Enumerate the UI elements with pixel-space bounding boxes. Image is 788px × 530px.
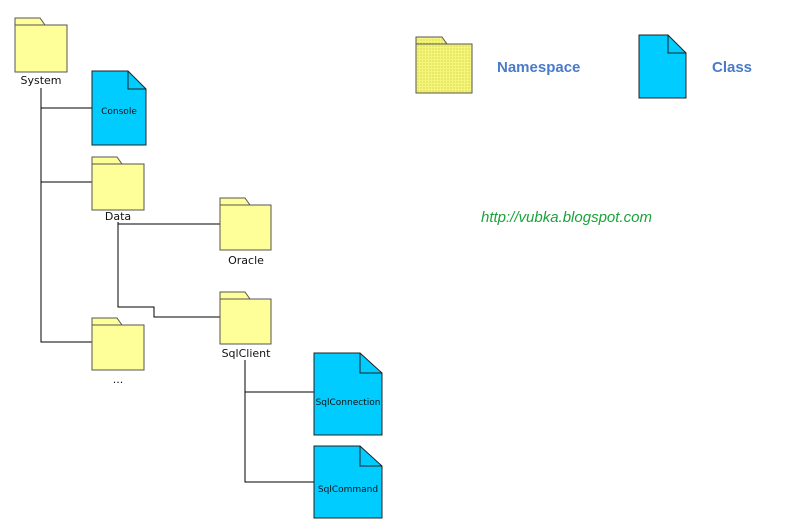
- legend-class-icon: [638, 34, 687, 99]
- class-icon-sqlcommand[interactable]: [313, 445, 383, 519]
- folder-icon-sqlclient[interactable]: [219, 291, 272, 345]
- blog-url[interactable]: http://vubka.blogspot.com: [481, 209, 652, 226]
- connector-sqlclient-sqlcommand: [244, 392, 314, 483]
- label-system: System: [20, 74, 62, 87]
- class-icon-sqlconnection[interactable]: [313, 352, 383, 436]
- legend-namespace-folder-icon: [415, 36, 473, 94]
- connector-system-console: [40, 88, 92, 109]
- label-data: Data: [104, 210, 132, 223]
- label-more: ...: [112, 373, 124, 386]
- label-sqlcommand: SqlCommand: [317, 485, 379, 495]
- connector-system-more: [40, 182, 92, 343]
- label-console: Console: [101, 107, 137, 117]
- connector-data-sqlclient: [117, 224, 220, 318]
- label-sqlconnection: SqlConnection: [315, 398, 381, 408]
- folder-icon-oracle[interactable]: [219, 197, 272, 251]
- folder-icon-data[interactable]: [91, 156, 145, 211]
- folder-icon-system[interactable]: [14, 17, 68, 73]
- connector-sqlclient-sqlconnection: [244, 360, 314, 393]
- legend-namespace-label: Namespace: [497, 59, 581, 76]
- legend-class-label: Class: [712, 59, 753, 76]
- connector-lines: [40, 88, 314, 483]
- folder-icon-more[interactable]: [91, 317, 145, 371]
- label-oracle: Oracle: [228, 254, 264, 267]
- connector-system-data: [40, 108, 92, 183]
- label-sqlclient: SqlClient: [221, 347, 271, 360]
- class-icon-console[interactable]: [91, 70, 147, 146]
